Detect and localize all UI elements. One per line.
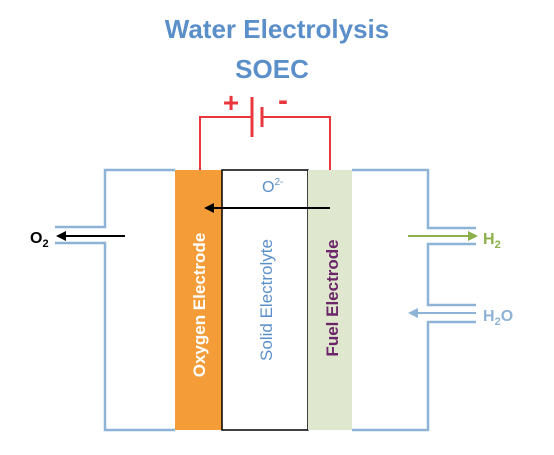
o2-label: O2 — [30, 230, 49, 250]
fuel-electrode-label: Fuel Electrode — [323, 239, 342, 356]
right-chamber-bottom-wall — [352, 320, 476, 432]
right-chamber-top-wall — [352, 168, 476, 230]
title-line-1: Water Electrolysis — [165, 14, 389, 44]
fuel-electrode — [308, 170, 352, 430]
wire-left — [199, 116, 252, 170]
oxide-ion-label: O2- — [262, 177, 283, 196]
wire-right — [262, 116, 331, 170]
right-chamber-middle-wall — [426, 242, 476, 307]
h2-label: H2 — [483, 231, 501, 251]
h2o-label: H2O — [483, 308, 513, 328]
right-chamber — [352, 168, 476, 432]
title-line-2: SOEC — [235, 54, 309, 84]
power-source: + - — [199, 84, 331, 170]
solid-electrolyte-label: Solid Electrolyte — [257, 239, 276, 361]
left-chamber-bottom-wall — [55, 241, 175, 432]
solid-electrolyte — [221, 169, 309, 431]
minus-sign: - — [278, 84, 288, 117]
plus-sign: + — [223, 87, 239, 118]
oxygen-electrode — [175, 170, 222, 430]
left-chamber — [55, 168, 175, 432]
left-chamber-top-wall — [55, 168, 175, 229]
oxygen-electrode-label: Oxygen Electrode — [190, 233, 209, 378]
